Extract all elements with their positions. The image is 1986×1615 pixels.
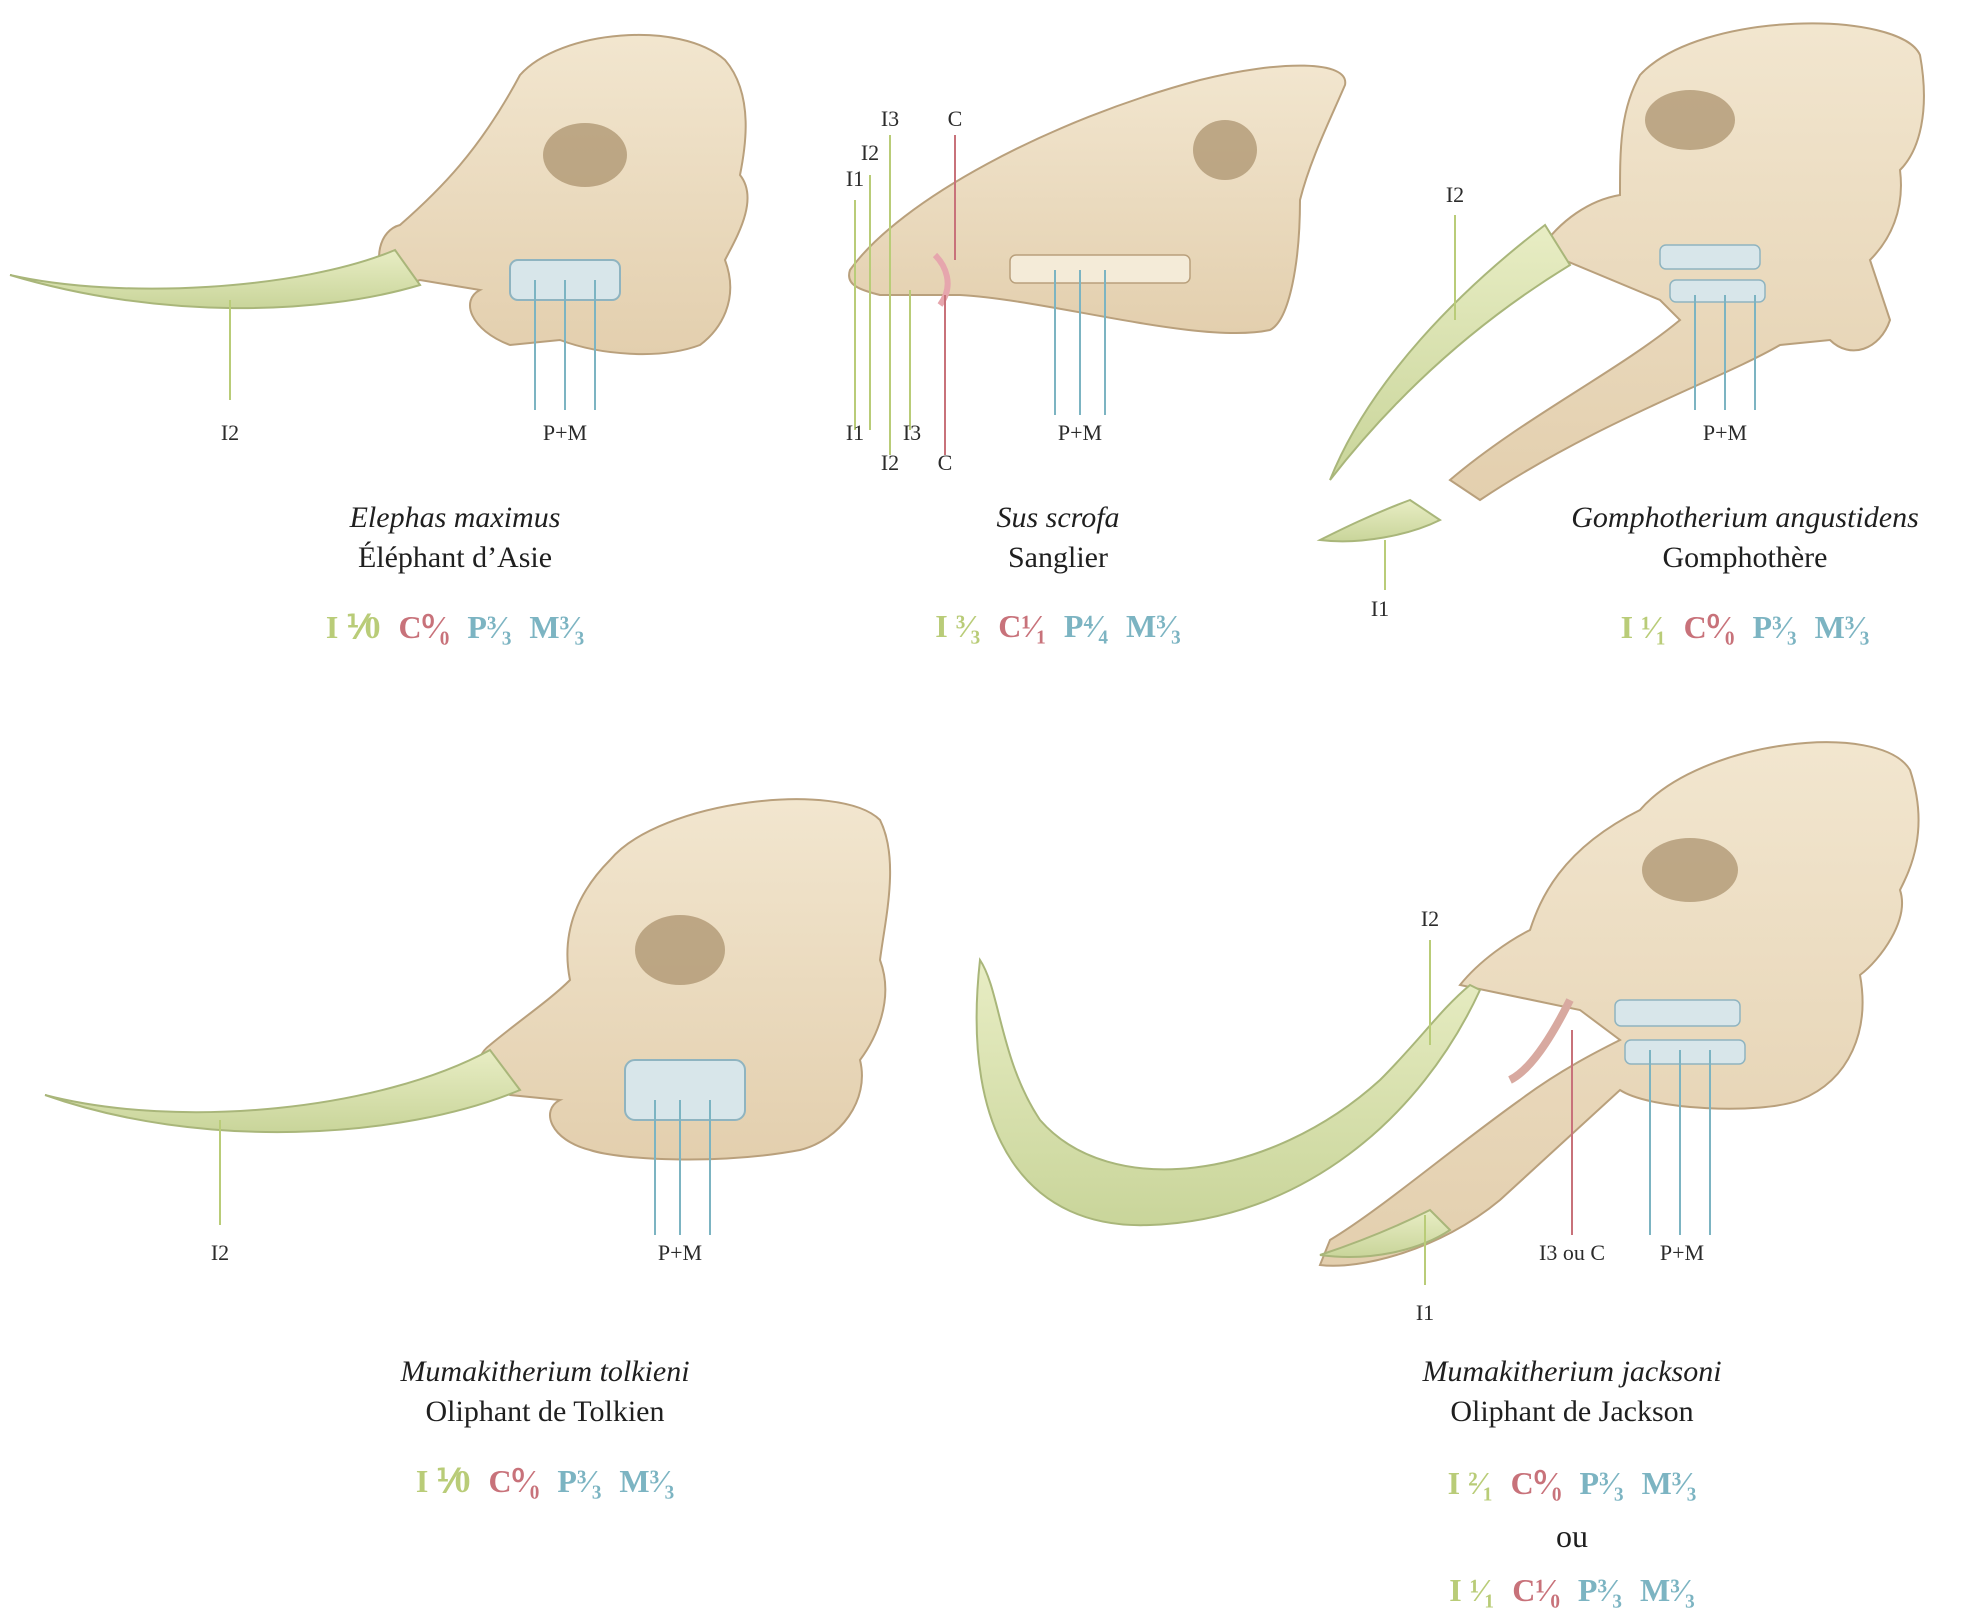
jacksoni-skull bbox=[975, 741, 1920, 1285]
jacksoni-label-i1: I1 bbox=[1415, 1300, 1435, 1325]
formula-incisors: I ¹⁄₁ bbox=[1620, 609, 1666, 645]
gomphotherium-label-pm: P+M bbox=[1702, 420, 1748, 445]
elephas-skull bbox=[9, 33, 749, 410]
sus-label-i2-top: I2 bbox=[860, 140, 880, 165]
jacksoni-label-i2: I2 bbox=[1420, 906, 1440, 931]
gomphotherium-skull bbox=[1316, 22, 1925, 590]
formula-incisors: I ²⁄₁ bbox=[1447, 1465, 1493, 1501]
sus-label-i1-top: I1 bbox=[845, 166, 865, 191]
tolkieni-skull bbox=[44, 798, 892, 1235]
formula-canines: C⁰⁄₀ bbox=[398, 609, 450, 645]
tolkieni-dental-formula: I ⅟0 C⁰⁄₀ P³⁄₃ M³⁄₃ bbox=[407, 1462, 683, 1500]
formula-premolars: P³⁄₃ bbox=[557, 1463, 602, 1499]
sus-label-i3-bottom: I3 bbox=[902, 420, 922, 445]
sus-caption: Sus scrofa Sanglier bbox=[996, 498, 1119, 578]
elephas-common-name: Éléphant d’Asie bbox=[357, 541, 553, 574]
formula-molars: M³⁄₃ bbox=[1639, 1572, 1695, 1608]
formula-canines: C¹⁄₀ bbox=[1512, 1572, 1560, 1608]
sus-common-name: Sanglier bbox=[1008, 541, 1108, 574]
formula-molars: M³⁄₃ bbox=[619, 1463, 675, 1499]
sus-label-pm: P+M bbox=[1057, 420, 1103, 445]
jacksoni-or-separator: ou bbox=[1556, 1518, 1588, 1554]
tolkieni-label-pm: P+M bbox=[657, 1240, 703, 1265]
formula-premolars: P³⁄₃ bbox=[467, 609, 512, 645]
formula-incisors: I ⅟0 bbox=[325, 609, 381, 645]
tolkieni-scientific-name: Mumakitherium tolkieni bbox=[400, 1355, 690, 1388]
formula-premolars: P³⁄₃ bbox=[1752, 609, 1797, 645]
jacksoni-label-pm: P+M bbox=[1659, 1240, 1705, 1265]
formula-premolars: P³⁄₃ bbox=[1577, 1572, 1622, 1608]
tolkieni-label-i2: I2 bbox=[210, 1240, 230, 1265]
formula-canines: C⁰⁄₀ bbox=[1683, 609, 1735, 645]
tolkieni-caption: Mumakitherium tolkieni Oliphant de Tolki… bbox=[400, 1352, 689, 1432]
formula-molars: M³⁄₃ bbox=[529, 609, 585, 645]
formula-incisors: I ³⁄₃ bbox=[935, 608, 981, 644]
elephas-scientific-name: Elephas maximus bbox=[349, 501, 561, 534]
elephas-dental-formula: I ⅟0 C⁰⁄₀ P³⁄₃ M³⁄₃ bbox=[317, 608, 593, 646]
sus-label-c-bottom: C bbox=[937, 450, 953, 475]
formula-incisors: I ¹⁄₁ bbox=[1449, 1572, 1495, 1608]
gomphotherium-label-i1: I1 bbox=[1370, 596, 1390, 621]
sus-label-i1-bottom: I1 bbox=[845, 420, 865, 445]
formula-canines: C⁰⁄₀ bbox=[1510, 1465, 1562, 1501]
jacksoni-caption: Mumakitherium jacksoni Oliphant de Jacks… bbox=[1422, 1352, 1721, 1432]
formula-canines: C¹⁄₁ bbox=[998, 608, 1046, 644]
gomphotherium-scientific-name: Gomphotherium angustidens bbox=[1571, 501, 1919, 534]
elephas-label-i2: I2 bbox=[220, 420, 240, 445]
gomphotherium-common-name: Gomphothère bbox=[1662, 541, 1828, 574]
sus-scientific-name: Sus scrofa bbox=[996, 501, 1120, 534]
sus-label-c-top: C bbox=[947, 106, 963, 131]
formula-incisors: I ⅟0 bbox=[415, 1463, 471, 1499]
sus-label-i3-top: I3 bbox=[880, 106, 900, 131]
jacksoni-label-i3-or-c: I3 ou C bbox=[1539, 1240, 1605, 1265]
formula-molars: M³⁄₃ bbox=[1641, 1465, 1697, 1501]
jacksoni-scientific-name: Mumakitherium jacksoni bbox=[1422, 1355, 1722, 1388]
tolkieni-common-name: Oliphant de Tolkien bbox=[425, 1395, 665, 1428]
sus-skull bbox=[848, 64, 1347, 455]
elephas-label-pm: P+M bbox=[542, 420, 588, 445]
gomphotherium-label-i2: I2 bbox=[1445, 182, 1465, 207]
jacksoni-common-name: Oliphant de Jackson bbox=[1450, 1395, 1694, 1428]
sus-dental-formula: I ³⁄₃ C¹⁄₁ P⁴⁄₄ M³⁄₃ bbox=[926, 608, 1189, 645]
formula-premolars: P⁴⁄₄ bbox=[1063, 608, 1108, 644]
elephas-caption: Elephas maximus Éléphant d’Asie bbox=[350, 498, 561, 578]
sus-label-i2-bottom: I2 bbox=[880, 450, 900, 475]
formula-premolars: P³⁄₃ bbox=[1579, 1465, 1624, 1501]
jacksoni-dental-formula-alt: I ¹⁄₁ C¹⁄₀ P³⁄₃ M³⁄₃ bbox=[1440, 1572, 1703, 1609]
formula-molars: M³⁄₃ bbox=[1125, 608, 1181, 644]
formula-canines: C⁰⁄₀ bbox=[488, 1463, 540, 1499]
gomphotherium-caption: Gomphotherium angustidens Gomphothère bbox=[1571, 498, 1919, 578]
gomphotherium-dental-formula: I ¹⁄₁ C⁰⁄₀ P³⁄₃ M³⁄₃ bbox=[1612, 608, 1879, 646]
jacksoni-dental-formula: I ²⁄₁ C⁰⁄₀ P³⁄₃ M³⁄₃ bbox=[1439, 1464, 1706, 1502]
formula-molars: M³⁄₃ bbox=[1814, 609, 1870, 645]
